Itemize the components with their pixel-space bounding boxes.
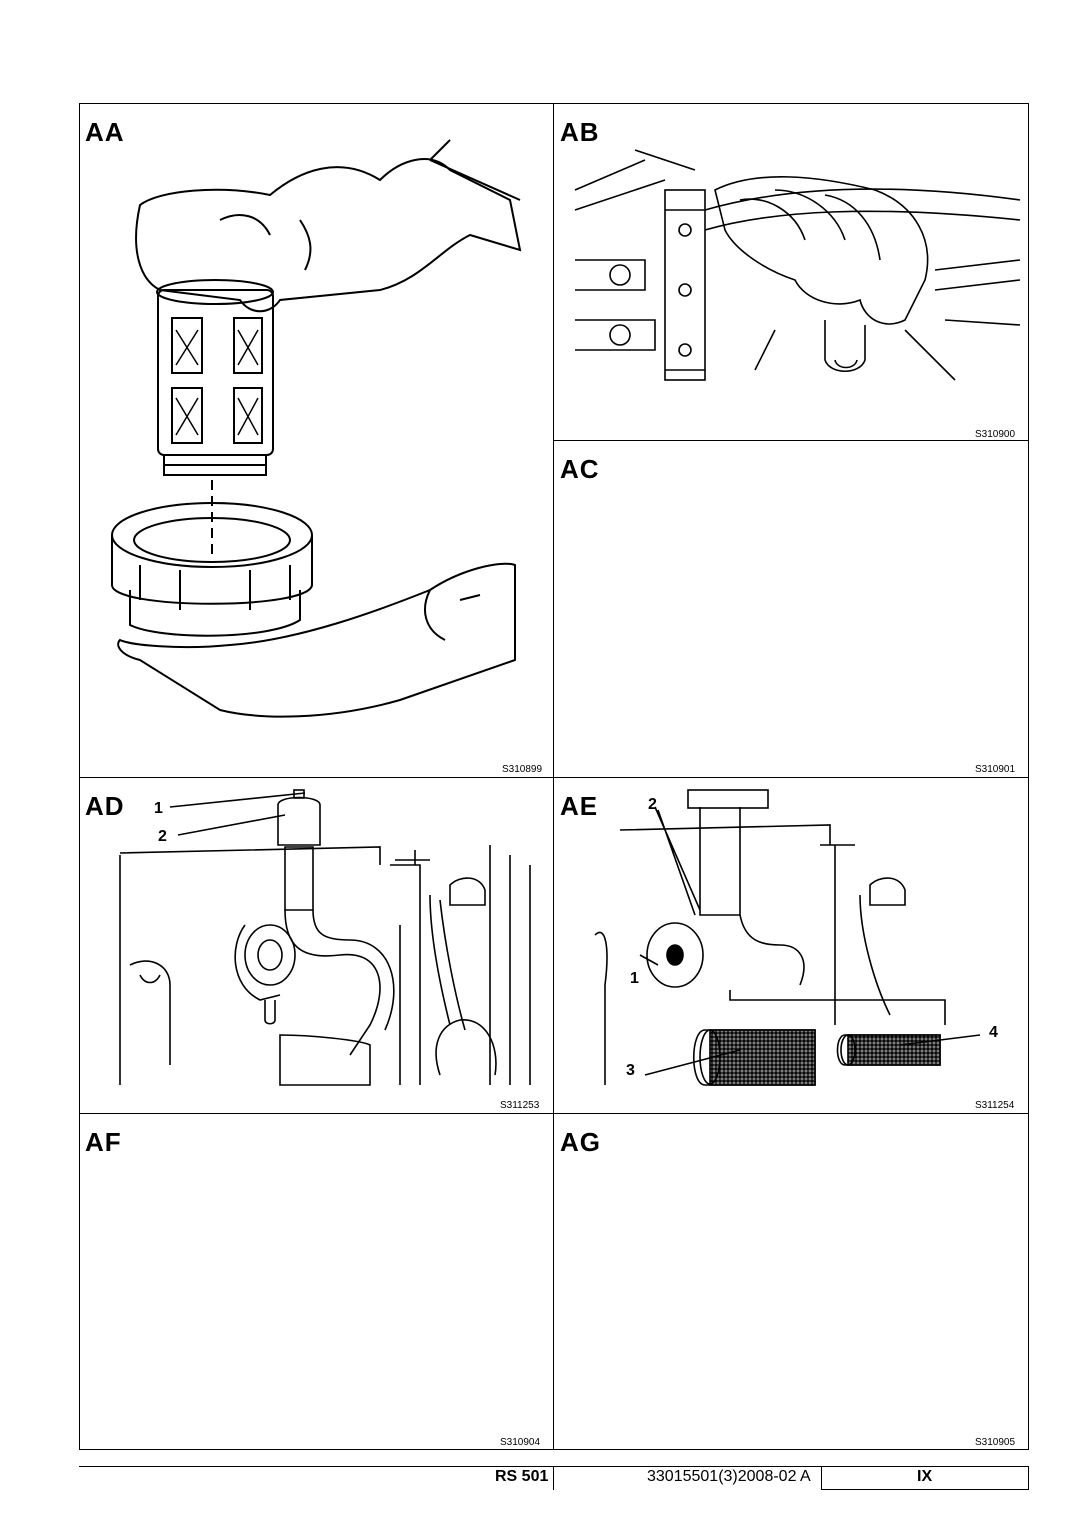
panel-ac-label: AC xyxy=(560,454,600,484)
page-frame xyxy=(79,103,1029,1450)
air-filter-housing-illustration xyxy=(119,789,531,1086)
panel-ac-code: S310901 xyxy=(975,764,1016,775)
panel-af-label: AF xyxy=(85,1127,122,1157)
filter-cartridge-illustration xyxy=(111,139,522,718)
footer-document-number: 33015501(3)2008-02 A xyxy=(647,1468,811,1485)
drain-plug-illustration xyxy=(574,149,1021,381)
footer-section: IX xyxy=(917,1468,933,1485)
air-filter-elements-illustration xyxy=(594,789,981,1086)
footer-section-box xyxy=(821,1466,1029,1490)
panel-af-code: S310904 xyxy=(500,1437,541,1448)
row-divider-2 xyxy=(79,1113,1029,1114)
footer-divider xyxy=(553,1466,554,1490)
panel-ag-code: S310905 xyxy=(975,1437,1016,1448)
panel-ae-label: AE xyxy=(560,791,599,821)
callout-3: 3 xyxy=(626,1062,635,1079)
callout-4: 4 xyxy=(989,1024,998,1041)
panel-ae-code: S311254 xyxy=(975,1100,1015,1111)
callout-1: 1 xyxy=(154,800,163,817)
panel-aa-code: S310899 xyxy=(502,764,543,775)
panel-ab-label: AB xyxy=(560,117,600,147)
row-divider-ab-ac xyxy=(553,440,1029,441)
footer-rule xyxy=(79,1466,1029,1467)
panel-aa-label: AA xyxy=(85,117,125,147)
panel-ad-code: S311253 xyxy=(500,1100,540,1111)
row-divider-1 xyxy=(79,777,1029,778)
panel-ad-label: AD xyxy=(85,791,125,821)
panel-ag-label: AG xyxy=(560,1127,601,1157)
callout-2: 2 xyxy=(158,828,167,845)
footer-model: RS 501 xyxy=(495,1468,549,1485)
callout-1: 1 xyxy=(630,970,639,987)
panel-ab-code: S310900 xyxy=(975,429,1016,440)
callout-2: 2 xyxy=(648,796,657,813)
center-divider xyxy=(553,103,554,1450)
